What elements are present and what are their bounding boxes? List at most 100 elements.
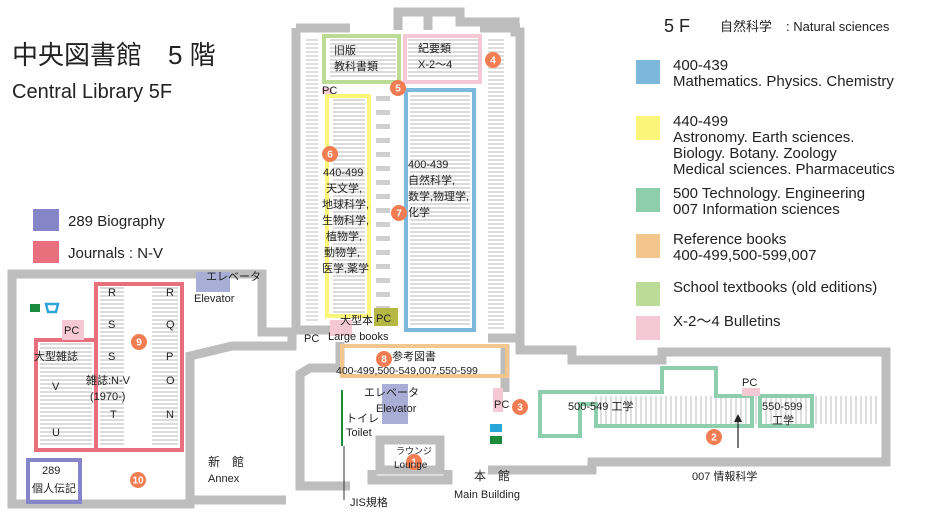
biography-line1: 289 [42, 465, 60, 477]
badge-7-number: 7 [396, 209, 402, 220]
table-block [376, 166, 390, 171]
legend-label-6-1: X-2～4 Bulletins [673, 313, 781, 330]
floor-subject-en: : Natural sciences [786, 19, 890, 34]
sec-440-line2: 天文学, [326, 181, 362, 195]
legend-swatch-2 [636, 116, 660, 140]
badge-5-icon [390, 80, 406, 96]
bulletins-line2: X-2～4 [418, 59, 452, 71]
journal-letter-s2: S [108, 351, 115, 363]
sec-400-line2: 自然科学, [408, 173, 455, 187]
journal-letter-r1: R [108, 287, 116, 299]
legend-label-2-4: Medical sciences. Pharmaceutics [673, 161, 895, 178]
pc-annex [62, 320, 84, 340]
legend-label-2-1: 440-499 [673, 113, 728, 130]
table-block [376, 208, 390, 213]
pc-corridor-label: PC [304, 333, 319, 345]
main-shelves [40, 39, 877, 445]
journal-letter-p: P [166, 351, 173, 363]
table-block [376, 194, 390, 199]
pc-top-label: PC [322, 85, 337, 97]
legend-swatch-6 [636, 316, 660, 340]
pc-large-books-label: PC [376, 313, 391, 325]
badge-5-number: 5 [395, 84, 401, 95]
pc-top [322, 88, 332, 94]
elevator-annex-ja: エレベータ [206, 270, 261, 283]
journal-letter-v: V [52, 381, 60, 393]
legend-label-3-1: 500 Technology. Engineering [673, 185, 865, 202]
biography-zone [26, 458, 82, 504]
pc-main-3 [493, 388, 503, 412]
badge-4-icon [485, 52, 501, 68]
large-books-ja: 大型本 [340, 313, 373, 327]
badge-8-icon [376, 351, 392, 367]
table-block [376, 264, 390, 269]
journal-letter-o: O [166, 375, 175, 387]
journal-letter-q: Q [166, 319, 175, 331]
blue-marker [490, 424, 502, 432]
table-block [376, 278, 390, 283]
annex-en: Annex [208, 473, 240, 485]
pc-right-label: PC [742, 377, 757, 389]
main-building-en: Main Building [454, 489, 520, 501]
bulletins-zone [403, 34, 482, 84]
large-books-en: Large books [328, 331, 389, 343]
sec-400-line3: 数学,物理学, [408, 189, 469, 203]
sec-500-zone [538, 366, 754, 438]
table-block [376, 236, 390, 241]
sec-440-zone [325, 94, 371, 318]
table-block [376, 124, 390, 129]
badge-4-number: 4 [490, 56, 496, 67]
badge-10-number: 10 [132, 476, 144, 487]
table-block [376, 180, 390, 185]
table-block [376, 222, 390, 227]
pc-annex-label: PC [64, 325, 79, 337]
annex-green-marker [30, 304, 40, 312]
table-block [376, 96, 390, 101]
legend-label-4-1: Reference books [673, 231, 786, 248]
legend-swatch-1 [636, 60, 660, 84]
journal-letter-r2: R [166, 287, 174, 299]
badge-3-icon [512, 399, 528, 415]
journal-letter-t: T [110, 409, 117, 421]
journals-zone [94, 282, 184, 452]
floor-subject-ja: 自然科学 [720, 19, 772, 34]
reference-range: 400-499,500-549,007,550-599 [336, 365, 478, 377]
annex-ja: 新 館 [208, 454, 244, 469]
elevator-main-ja: エレベータ [364, 386, 419, 399]
green-marker [490, 436, 502, 444]
sec-440-line6: 動物学, [324, 245, 360, 259]
sec-550-line1: 550-599 [762, 401, 802, 413]
page-title-ja: 中央図書館 5 階 [12, 40, 216, 70]
badge-7-icon [391, 205, 407, 221]
lounge-en: Lounge [394, 460, 428, 471]
info-arrow-icon [734, 414, 742, 422]
legend-journals-swatch [33, 241, 59, 263]
legend-label-1-2: Mathematics. Physics. Chemistry [673, 73, 894, 90]
pc-right [742, 388, 760, 396]
legend-label-2-2: Astronomy. Earth sciences. [673, 129, 854, 146]
pc-3-label: PC [494, 399, 509, 411]
badge-9-number: 9 [136, 338, 142, 349]
sec-400-line1: 400-439 [408, 159, 448, 171]
legend-journals-label: Journals : N-V [68, 245, 163, 262]
table-block [376, 292, 390, 297]
journals-years: (1970-) [90, 391, 125, 403]
sec-440-line3: 地球科学, [322, 197, 369, 211]
badge-6-icon [322, 146, 338, 162]
table-block [376, 110, 390, 115]
info-sci-label: 007 情報科学 [692, 469, 757, 483]
legend-label-1-1: 400-439 [673, 57, 728, 74]
legend-label-5-1: School textbooks (old editions) [673, 279, 877, 296]
badge-1-number: 1 [411, 458, 417, 469]
annex-walls [7, 269, 297, 509]
reference-ja: 参考図書 [392, 349, 436, 363]
table-block [376, 152, 390, 157]
pc-corridor [330, 320, 352, 336]
pc-large-books [374, 308, 398, 326]
legend-biography-swatch [33, 209, 59, 231]
journals-ja: 雑誌:N-V [86, 373, 131, 387]
sec-440-line7: 医学,薬学 [322, 261, 369, 275]
